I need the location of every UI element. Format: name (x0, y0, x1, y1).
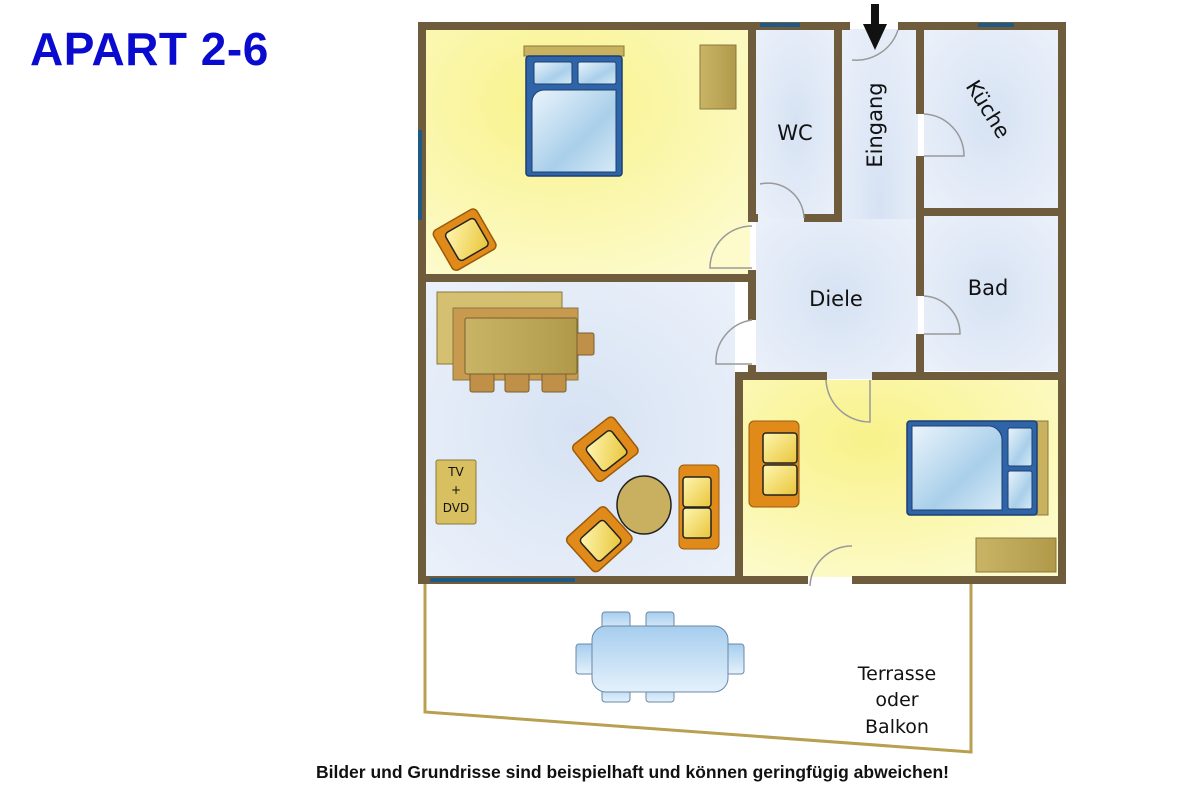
room-label-wc: WC (777, 121, 812, 145)
double-bed-2 (906, 420, 1049, 516)
tv-cabinet: TV + DVD (435, 459, 477, 525)
sofa-living (678, 464, 720, 550)
armchair-1 (432, 208, 497, 271)
sofa-bedroom-2 (748, 420, 800, 508)
coffee-table (616, 475, 672, 535)
terrace-table (575, 611, 745, 703)
windows (418, 23, 1014, 582)
wardrobe-2 (975, 537, 1057, 573)
door-wc (759, 182, 805, 219)
door-swings (709, 29, 965, 587)
window (430, 578, 575, 582)
door-bedroom2 (825, 379, 871, 423)
apartment-title: APART 2-6 (30, 23, 269, 75)
room-label-terrasse-line: oder (875, 689, 918, 711)
room-label-terrasse-line: Terrasse (857, 663, 937, 685)
wardrobe-1 (699, 44, 737, 110)
room-wc-floor (756, 29, 836, 219)
room-diele-floor (756, 219, 916, 379)
tv-label-line: TV (447, 465, 464, 479)
dining-table (436, 291, 595, 393)
door-entrance (851, 29, 899, 61)
armchair-2 (572, 416, 639, 483)
room-bad-floor (924, 215, 1058, 371)
window (418, 130, 422, 220)
double-bed-1 (523, 45, 625, 177)
door-kitchen (923, 113, 965, 157)
room-label-diele: Diele (809, 287, 863, 311)
room-label-bad: Bad (968, 276, 1009, 300)
disclaimer-text: Bilder und Grundrisse sind beispielhaft … (316, 762, 949, 782)
terrace-outline (423, 582, 973, 754)
door-living (715, 319, 753, 365)
room-kueche-floor (924, 29, 1058, 209)
window (760, 23, 800, 27)
tv-label-line: DVD (443, 501, 469, 515)
armchair-3 (565, 506, 633, 573)
door-terrace (809, 545, 853, 587)
room-label-terrasse-line: Balkon (865, 716, 929, 738)
room-label-eingang: Eingang (863, 82, 887, 167)
entrance-arrow-icon (863, 4, 887, 50)
door-bad (923, 295, 961, 335)
door-bedroom1 (709, 225, 753, 269)
tv-label-line: + (451, 483, 461, 497)
window (978, 23, 1014, 27)
